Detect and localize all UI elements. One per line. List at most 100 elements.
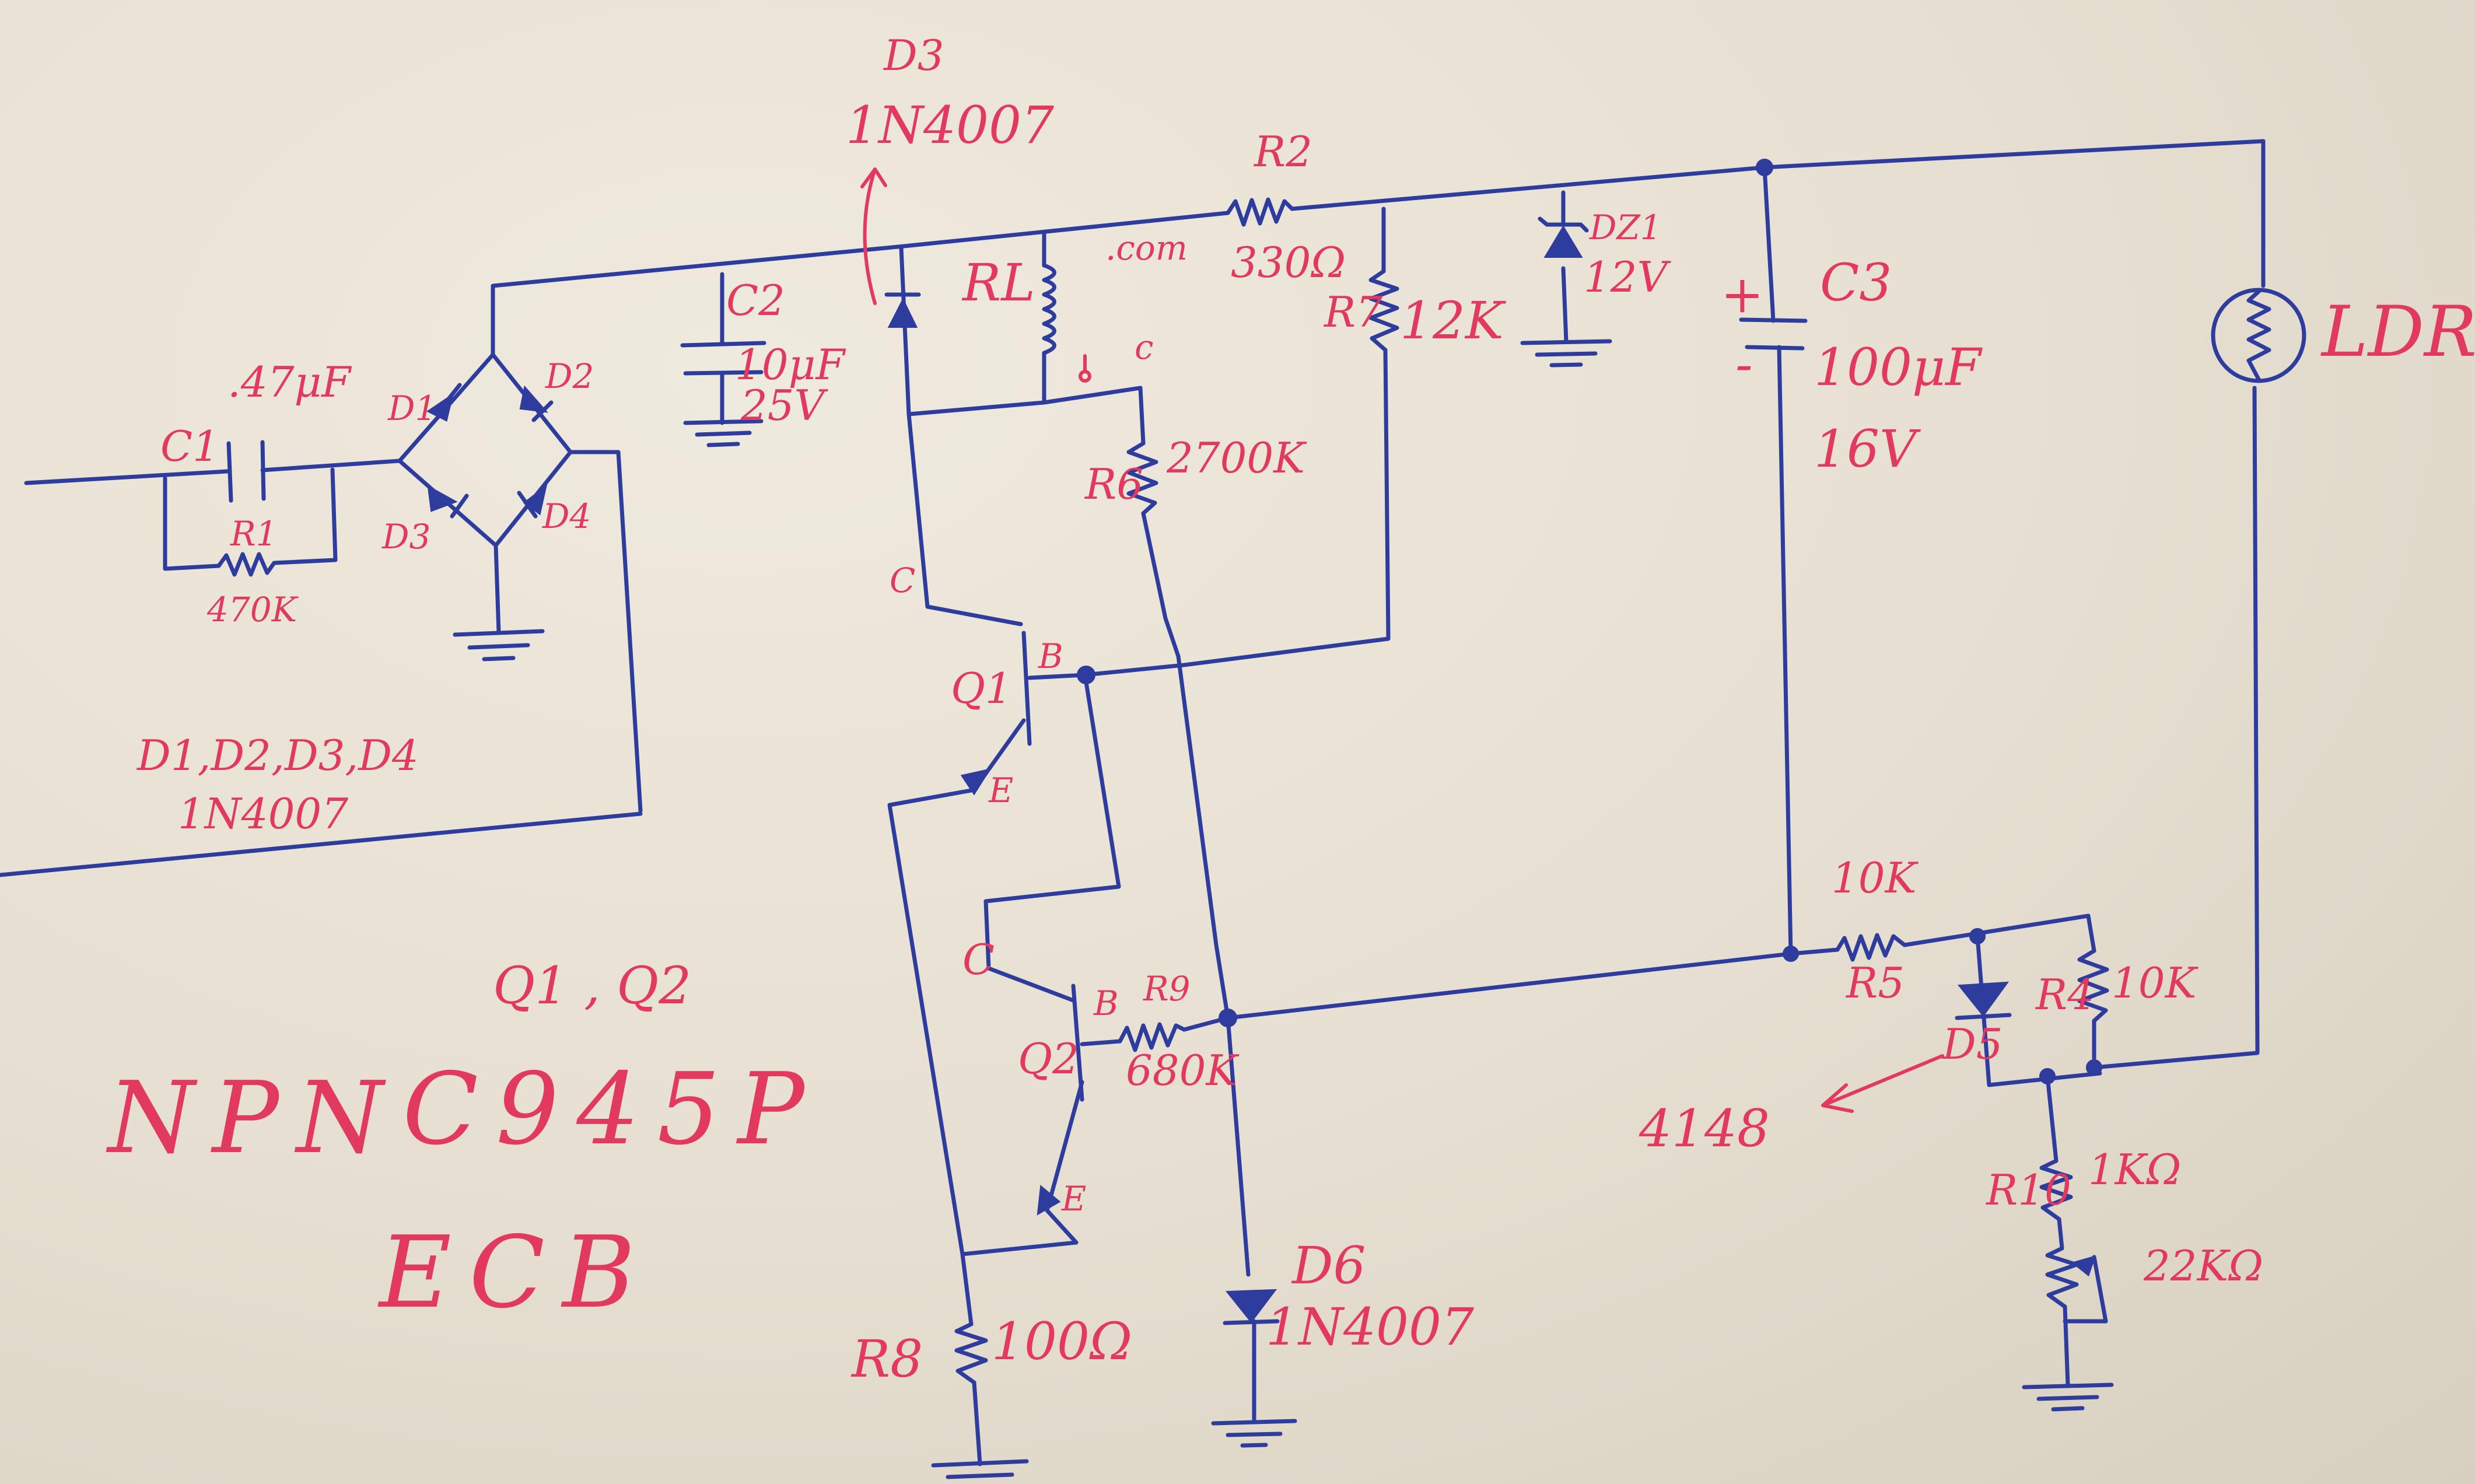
ground-r8 bbox=[931, 1459, 1029, 1479]
r9-name-label: R9 bbox=[1143, 969, 1191, 1009]
transistor-q2 bbox=[1037, 1185, 1061, 1216]
c1-name-label: C1 bbox=[160, 422, 219, 471]
pot-wiper-loop-wire bbox=[2063, 1255, 2108, 1324]
junction-c3-top bbox=[1756, 159, 1773, 176]
dz1-ground-wire bbox=[1561, 266, 1569, 344]
transistor-part-note: C945P bbox=[402, 1052, 822, 1167]
r6-name-label: R6 bbox=[1084, 460, 1143, 509]
r7-low-wire bbox=[1383, 348, 1391, 639]
r1-parallel-wire bbox=[163, 476, 221, 571]
r10-value-label: 1KΩ bbox=[2088, 1145, 2181, 1194]
diode-d1 bbox=[426, 383, 462, 422]
d6-part-label: 1N4007 bbox=[1266, 1297, 1474, 1357]
junction-r5 bbox=[1783, 946, 1799, 962]
resistor-r9 bbox=[1118, 1022, 1186, 1052]
q1-collector-wire bbox=[906, 412, 1023, 626]
ldr-label: LDR bbox=[2320, 292, 2475, 373]
q2-base-bar bbox=[1071, 984, 1084, 1102]
diode-d3 bbox=[884, 292, 921, 328]
q2-collector-label: C bbox=[962, 935, 995, 984]
d3-bridge-label: D3 bbox=[381, 517, 430, 556]
c3-name-label: C3 bbox=[1820, 253, 1892, 313]
nc-label: c bbox=[1135, 327, 1153, 367]
r6-low-wire bbox=[1141, 511, 1181, 659]
labels: D3 1N4007 RL .com c R2 330Ω R7 12K DZ1 1… bbox=[106, 31, 2475, 1389]
wiring bbox=[0, 139, 2266, 1466]
capacitor-c3 bbox=[1739, 317, 1808, 351]
diode-d4 bbox=[517, 484, 548, 519]
top-rail-wire-right bbox=[1290, 139, 2266, 211]
c2-name-label: C2 bbox=[726, 276, 785, 325]
relay-coil-rl bbox=[1042, 263, 1056, 355]
r2-value-label: 330Ω bbox=[1231, 238, 1346, 287]
d5-part-label: 4148 bbox=[1639, 1098, 1770, 1158]
r4-value-label: 10K bbox=[2112, 958, 2199, 1007]
com-label: .com bbox=[1105, 228, 1188, 268]
r5-value-label: 10K bbox=[1832, 853, 1919, 902]
relay-contact-mark-ring bbox=[1079, 370, 1091, 383]
r5-name-label: R5 bbox=[1845, 958, 1905, 1007]
junction-middle-node bbox=[1219, 1009, 1237, 1027]
bridge-part-label: 1N4007 bbox=[178, 789, 348, 838]
c3-value-label: 100μF bbox=[1814, 337, 1983, 397]
c3-voltage-label: 16V bbox=[1814, 419, 1921, 479]
r8-ground-wire bbox=[972, 1380, 982, 1466]
r9-value-label: 680K bbox=[1126, 1046, 1240, 1095]
q2-name-label: Q2 bbox=[1018, 1034, 1079, 1083]
resistor-r1 bbox=[216, 552, 276, 577]
bridge-ground-wire bbox=[493, 543, 501, 635]
ground-d6 bbox=[1211, 1419, 1297, 1448]
r8-value-label: 100Ω bbox=[992, 1311, 1132, 1371]
c3-minus-wire bbox=[1777, 345, 1793, 956]
annotation-arrows bbox=[860, 167, 1944, 1113]
ac-return-wire bbox=[0, 811, 643, 877]
transistor-q1 bbox=[960, 768, 992, 796]
diode-d3-bridge bbox=[427, 485, 469, 519]
junction-q1-base bbox=[1077, 666, 1095, 684]
q1-collector-label: C bbox=[890, 561, 915, 600]
pot-low-wire bbox=[2063, 1304, 2070, 1388]
d1-label: D1 bbox=[387, 388, 436, 428]
bridge-list-label: D1,D2,D3,D4 bbox=[136, 731, 419, 780]
r4-lead-wire bbox=[2086, 914, 2096, 953]
q2-emitter-label: E bbox=[1061, 1179, 1086, 1219]
c2-value-label: 10μF bbox=[735, 340, 846, 389]
q1-base-bar bbox=[1021, 631, 1032, 746]
c2-voltage-label: 25V bbox=[740, 381, 829, 430]
top-rail-wire bbox=[491, 211, 1230, 288]
r6-lead-wire bbox=[1138, 386, 1146, 446]
r1-value-label: 470K bbox=[206, 590, 299, 629]
d5-name-label: D5 bbox=[1941, 1020, 2003, 1069]
dz1-name-label: DZ1 bbox=[1589, 208, 1662, 247]
ldr bbox=[2211, 288, 2306, 383]
c1-to-bridge-wire bbox=[260, 459, 402, 473]
q2-base-label: B bbox=[1093, 984, 1119, 1023]
q1-name-label: Q1 bbox=[951, 664, 1012, 713]
d6-name-label: D6 bbox=[1291, 1236, 1366, 1296]
c1-value-label: .47μF bbox=[227, 358, 352, 407]
r1-name-label: R1 bbox=[230, 514, 278, 554]
r8-lead-wire bbox=[960, 1252, 974, 1326]
diode-d5 bbox=[1955, 981, 2012, 1020]
r6-to-d6-wire bbox=[1176, 654, 1251, 1277]
diode-d2 bbox=[519, 385, 554, 422]
resistor-r6 bbox=[1126, 441, 1158, 516]
bridge-return-wire bbox=[568, 450, 643, 813]
r7-value-label: 12K bbox=[1400, 290, 1506, 351]
resistor-r10 bbox=[2039, 1158, 2073, 1222]
transistors-note: Q1 , Q2 bbox=[493, 956, 691, 1016]
q1-emitter-label: E bbox=[988, 771, 1013, 810]
r4-name-label: R4 bbox=[2035, 970, 2094, 1019]
resistor-r7 bbox=[1368, 269, 1399, 352]
resistor-r4 bbox=[2077, 949, 2109, 1023]
r7-name-label: R7 bbox=[1323, 288, 1382, 337]
resistor-r2 bbox=[1226, 197, 1294, 227]
potentiometer bbox=[2045, 1246, 2096, 1309]
r1-parallel-wire-right bbox=[272, 467, 338, 565]
ground-potentiometer bbox=[2022, 1382, 2114, 1412]
transistor-type-note: NPN bbox=[106, 1060, 401, 1176]
resistor-r8 bbox=[954, 1322, 988, 1385]
capacitor-c2 bbox=[680, 341, 766, 376]
ground-c2 bbox=[683, 419, 764, 447]
